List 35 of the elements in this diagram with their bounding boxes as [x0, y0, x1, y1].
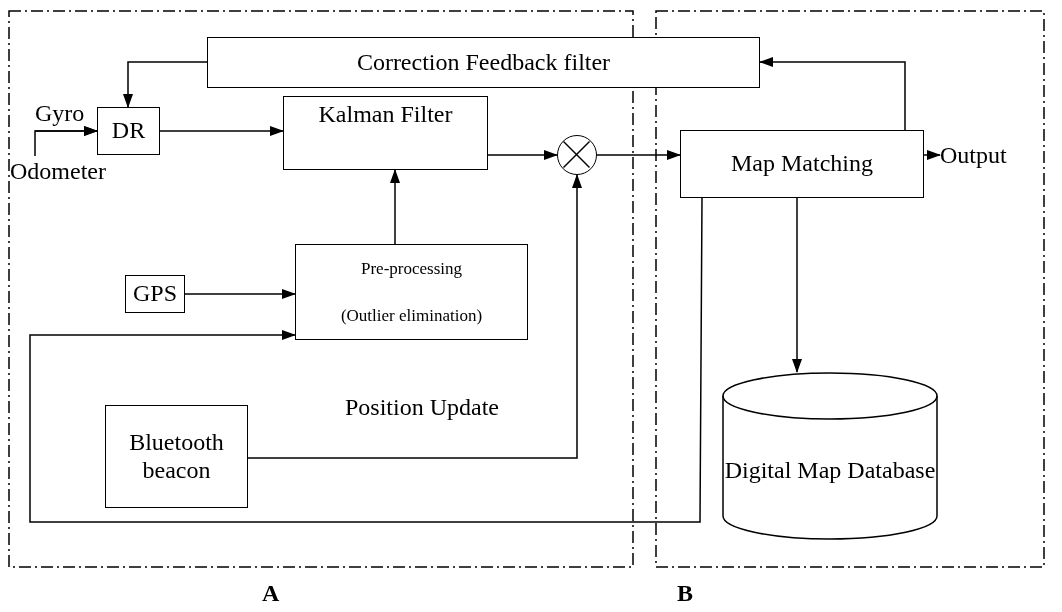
box-label: DR — [111, 117, 146, 145]
arrow — [184, 289, 296, 299]
arrow — [29, 197, 703, 523]
signal-label: Odometer — [10, 156, 120, 186]
arrow — [159, 126, 284, 136]
arrow — [792, 197, 802, 373]
arrow — [123, 61, 208, 108]
arrow — [759, 57, 906, 131]
region-label: A — [262, 579, 280, 608]
arrow — [390, 169, 400, 245]
box-label: Pre-processing — [361, 258, 462, 279]
arrow — [34, 126, 98, 157]
box-label: Digital Map Database — [724, 457, 936, 485]
process-box — [295, 244, 528, 340]
arrow — [596, 150, 681, 160]
box-label: Map Matching — [731, 150, 873, 178]
arrow — [247, 174, 582, 459]
process-box — [680, 130, 924, 198]
box-label: GPS — [133, 280, 177, 308]
edge-label: Position Update — [345, 393, 499, 422]
signal-label: Gyro — [35, 98, 87, 128]
process-box — [283, 96, 488, 170]
box-label: Correction Feedback filter — [356, 48, 611, 77]
multiplier-circle — [557, 135, 597, 175]
process-box — [207, 37, 760, 88]
signal-label: Output — [940, 140, 1024, 170]
process-box — [125, 275, 185, 313]
process-box — [105, 405, 248, 508]
arrow — [923, 150, 941, 160]
box-label: (Outlier elimination) — [340, 305, 483, 326]
box-label: Bluetooth beacon — [128, 428, 225, 485]
arrow — [487, 150, 558, 160]
box-label: Kalman Filter — [318, 101, 453, 129]
region-label: B — [677, 579, 693, 608]
process-box — [97, 107, 160, 155]
